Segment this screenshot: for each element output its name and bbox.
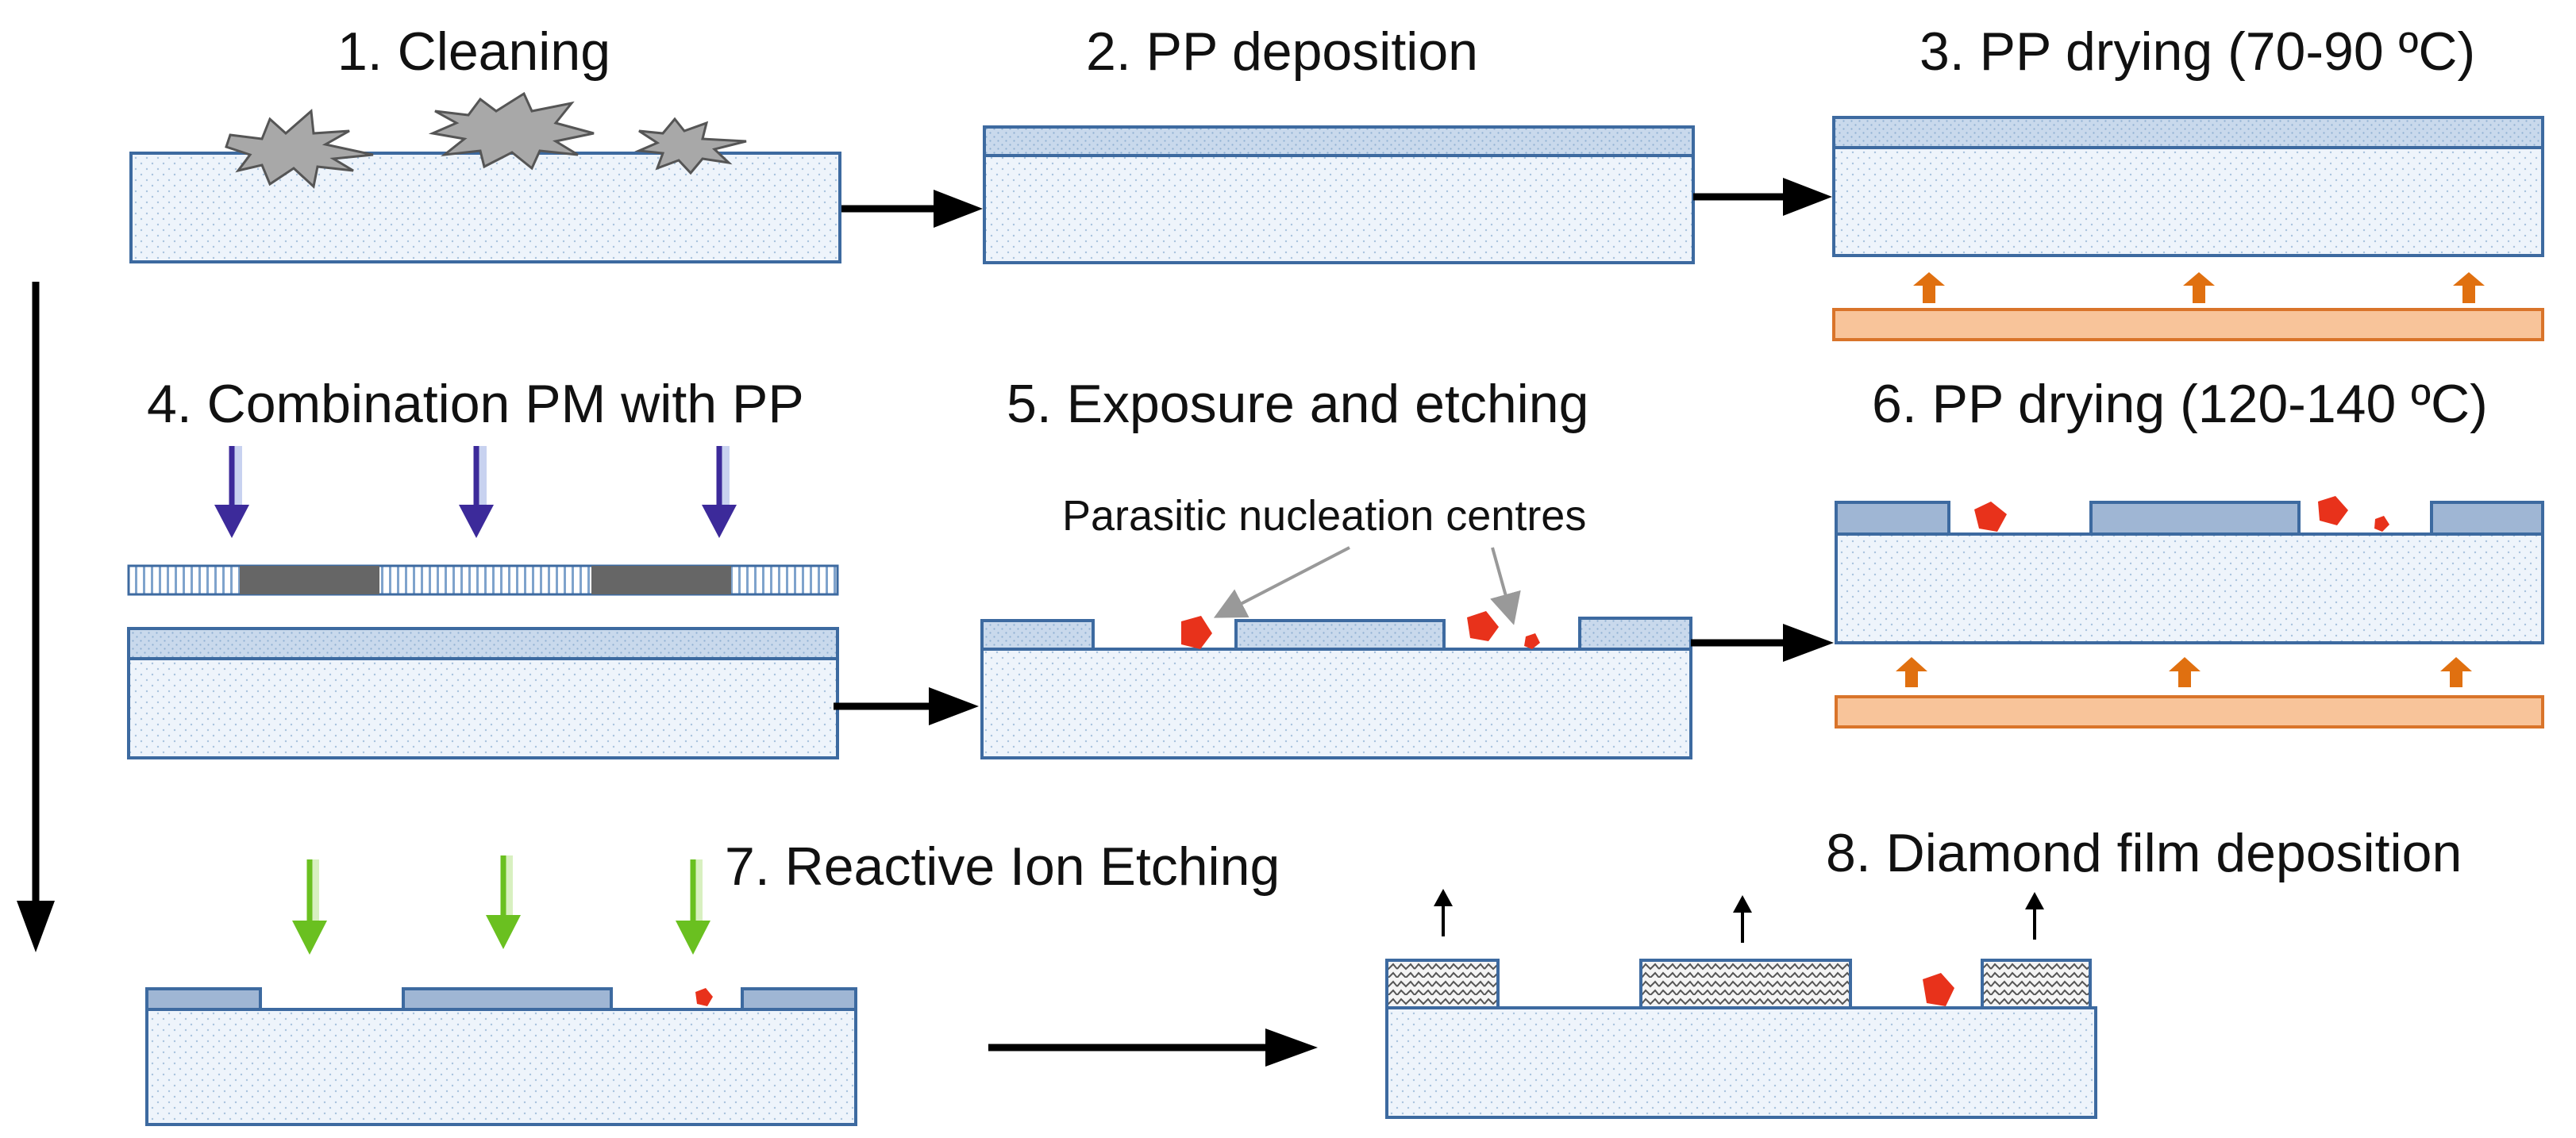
step-2-illustration bbox=[983, 125, 1695, 264]
parasitic-nucleus-icon bbox=[2318, 496, 2348, 525]
flow-arrow-3-4 bbox=[17, 282, 55, 952]
substrate bbox=[127, 657, 839, 759]
diamond-film bbox=[1639, 959, 1852, 1009]
parasitic-nucleus-icon bbox=[1923, 973, 1954, 1006]
substrate bbox=[129, 152, 841, 263]
step-4-title: 4. Combination PM with PP bbox=[147, 374, 804, 434]
diamond-film bbox=[1981, 959, 2092, 1009]
step-5-title: 5. Exposure and etching bbox=[1007, 374, 1588, 434]
heat-arrow-icon bbox=[2169, 657, 2201, 687]
ion-beam-arrow-icon bbox=[292, 859, 327, 955]
contamination-particle-icon bbox=[428, 91, 595, 171]
ion-beam-arrow-icon bbox=[486, 855, 521, 949]
photoresist-layer bbox=[983, 125, 1695, 157]
step-5-illustration bbox=[980, 546, 1692, 759]
parasitic-nucleus-icon bbox=[695, 988, 713, 1006]
uv-exposure-arrow-icon bbox=[459, 446, 494, 538]
photoresist-pattern bbox=[402, 987, 613, 1011]
parasitic-nucleus-icon bbox=[1181, 616, 1212, 649]
substrate bbox=[983, 154, 1695, 264]
heat-arrow-icon bbox=[2440, 657, 2472, 687]
substrate bbox=[980, 648, 1692, 759]
flow-arrow-7-8 bbox=[988, 1028, 1318, 1067]
photomask bbox=[127, 564, 839, 596]
mask-opaque-region bbox=[591, 566, 731, 594]
contamination-particle-icon bbox=[225, 108, 374, 189]
ion-beam-arrow-icon bbox=[676, 859, 710, 955]
annotation-pointer bbox=[1213, 546, 1350, 618]
heat-arrow-icon bbox=[1896, 657, 1927, 687]
flow-arrow-1-2 bbox=[841, 190, 983, 228]
growth-arrow-icon bbox=[1434, 889, 1453, 936]
flow-arrow-4-5 bbox=[834, 687, 979, 725]
heater-plate bbox=[1832, 308, 2544, 341]
mask-opaque-region bbox=[240, 566, 379, 594]
photoresist-pattern bbox=[145, 987, 262, 1011]
photoresist-pattern bbox=[2430, 501, 2544, 536]
parasitic-nucleus-icon bbox=[1524, 633, 1540, 649]
flow-arrow-2-3 bbox=[1693, 178, 1832, 216]
parasitic-nucleation-label: Parasitic nucleation centres bbox=[1062, 492, 1586, 540]
substrate bbox=[1832, 146, 2544, 257]
parasitic-nucleus-icon bbox=[1467, 611, 1499, 641]
contamination-particle-icon bbox=[634, 117, 747, 175]
annotation-pointer bbox=[1490, 547, 1521, 625]
step-6-illustration bbox=[1835, 496, 2544, 729]
parasitic-nucleus-icon bbox=[1974, 502, 2007, 532]
substrate bbox=[145, 1008, 857, 1126]
photoresist-pattern bbox=[741, 987, 857, 1011]
step-2-title: 2. PP deposition bbox=[1086, 21, 1478, 82]
photoresist-pattern bbox=[1578, 617, 1692, 651]
photoresist-layer bbox=[1832, 116, 2544, 149]
photoresist-pattern bbox=[1234, 619, 1446, 651]
step-8-title: 8. Diamond film deposition bbox=[1826, 823, 2462, 883]
growth-arrow-icon bbox=[1733, 895, 1752, 943]
step-1-title: 1. Cleaning bbox=[337, 21, 610, 82]
parasitic-nucleus-icon bbox=[2374, 516, 2389, 532]
step-7-title: 7. Reactive Ion Etching bbox=[725, 836, 1280, 897]
diamond-film bbox=[1385, 959, 1500, 1009]
step-3-title: 3. PP drying (70-90 ºC) bbox=[1919, 21, 2475, 82]
photoresist-pattern bbox=[2089, 501, 2301, 536]
heat-arrow-icon bbox=[2453, 272, 2485, 303]
flow-arrow-5-6 bbox=[1691, 624, 1834, 662]
step-1-illustration bbox=[129, 91, 841, 263]
uv-exposure-arrow-icon bbox=[702, 446, 737, 538]
step-8-illustration bbox=[1385, 889, 2097, 1119]
substrate bbox=[1835, 532, 2544, 644]
growth-arrow-icon bbox=[2025, 892, 2044, 940]
uv-exposure-arrow-icon bbox=[214, 446, 249, 538]
heat-arrow-icon bbox=[1913, 272, 1945, 303]
photoresist-pattern bbox=[1835, 501, 1950, 536]
step-3-illustration bbox=[1832, 116, 2544, 341]
heat-arrow-icon bbox=[2183, 272, 2215, 303]
photoresist-pattern bbox=[980, 619, 1095, 651]
step-6-title: 6. PP drying (120-140 ºC) bbox=[1872, 374, 2488, 434]
substrate bbox=[1385, 1006, 2097, 1119]
step-4-illustration bbox=[127, 446, 839, 759]
heater-plate bbox=[1835, 695, 2544, 729]
step-7-illustration bbox=[145, 855, 857, 1126]
photoresist-layer bbox=[127, 627, 839, 660]
